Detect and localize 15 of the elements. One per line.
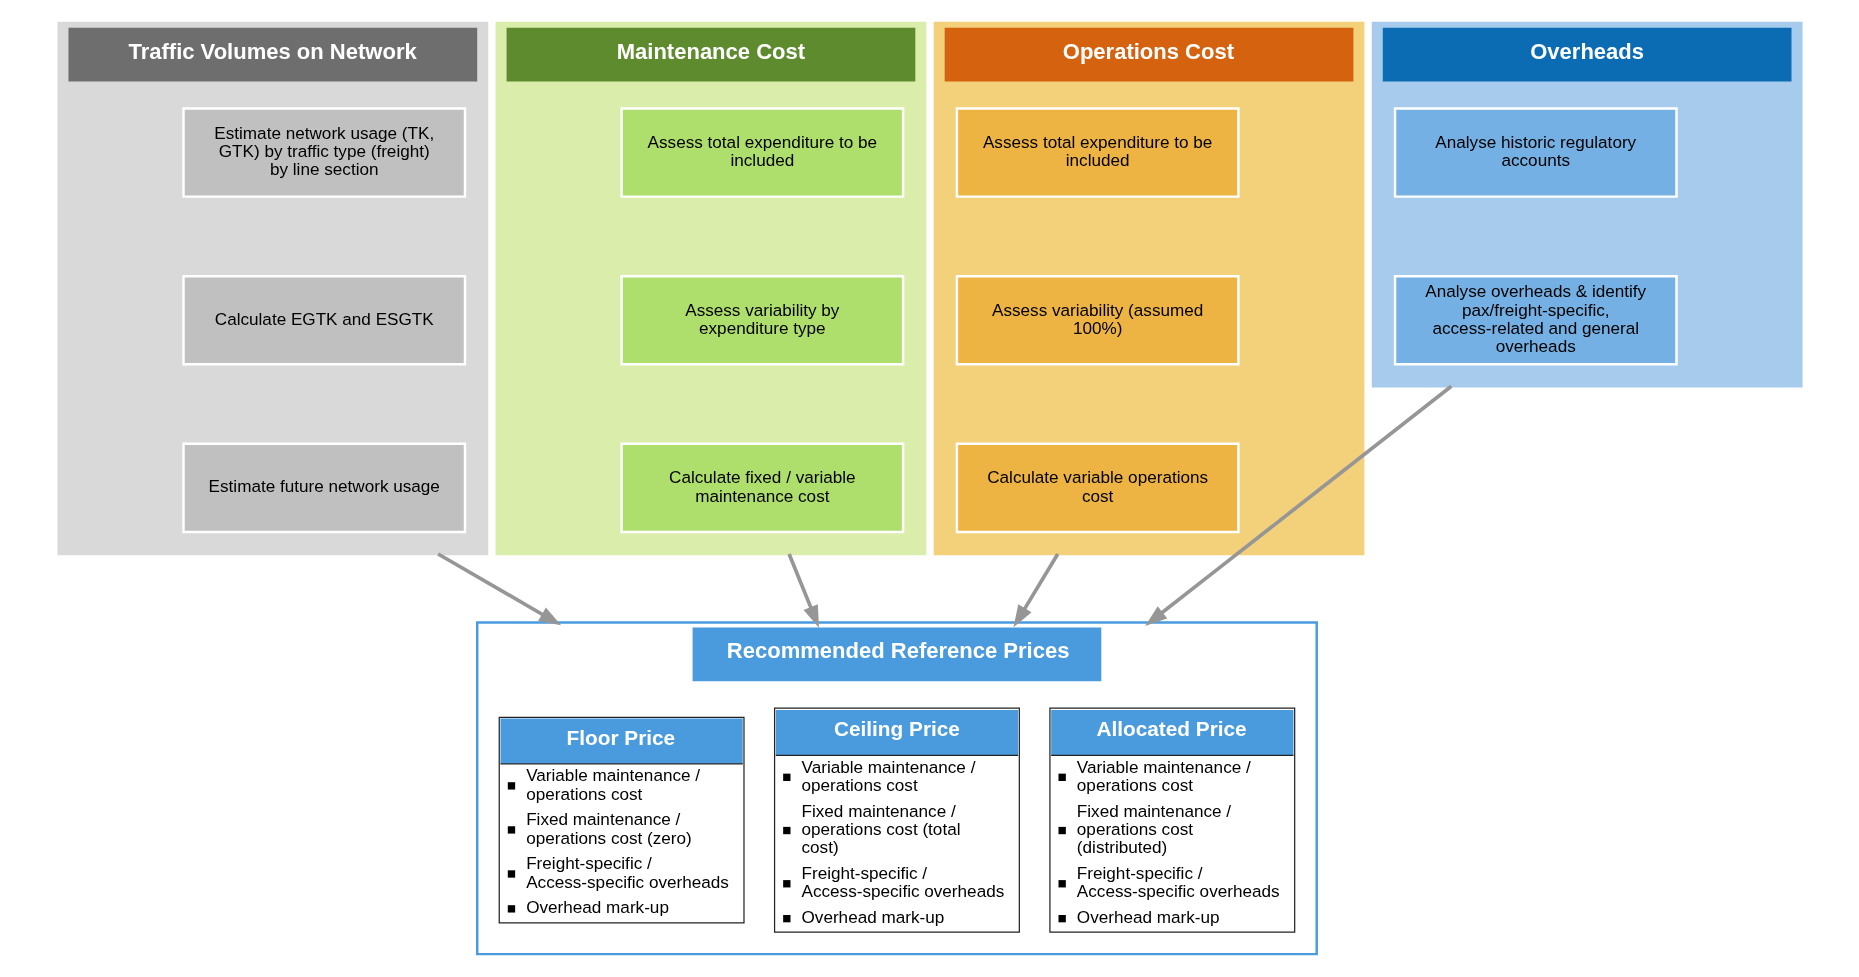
node-box: Estimate future network usage [181, 442, 466, 534]
node-box: Calculate EGTK and ESGTK [181, 274, 466, 366]
node-box: Assess variability by expenditure type [619, 274, 904, 366]
arrow [436, 552, 561, 626]
arrow [1144, 384, 1452, 626]
node-box: Analyse overheads & identify pax/freight-specific, access-related and general overheads [1393, 274, 1678, 366]
node-box: Analyse historic regulatory accounts [1393, 107, 1678, 198]
arrow [786, 553, 819, 628]
node-box: Assess total expenditure to be included [619, 107, 904, 198]
node-box: Estimate network usage (TK, GTK) by traffic type (freight) by line section [181, 107, 466, 198]
node-box: Assess total expenditure to be included [955, 107, 1240, 198]
node-box: Assess variability (assumed 100%) [955, 274, 1240, 366]
node-box: Calculate variable operations cost [955, 442, 1240, 534]
node-box: Calculate fixed / variable maintenance cost [619, 442, 904, 534]
arrow [1012, 553, 1059, 628]
